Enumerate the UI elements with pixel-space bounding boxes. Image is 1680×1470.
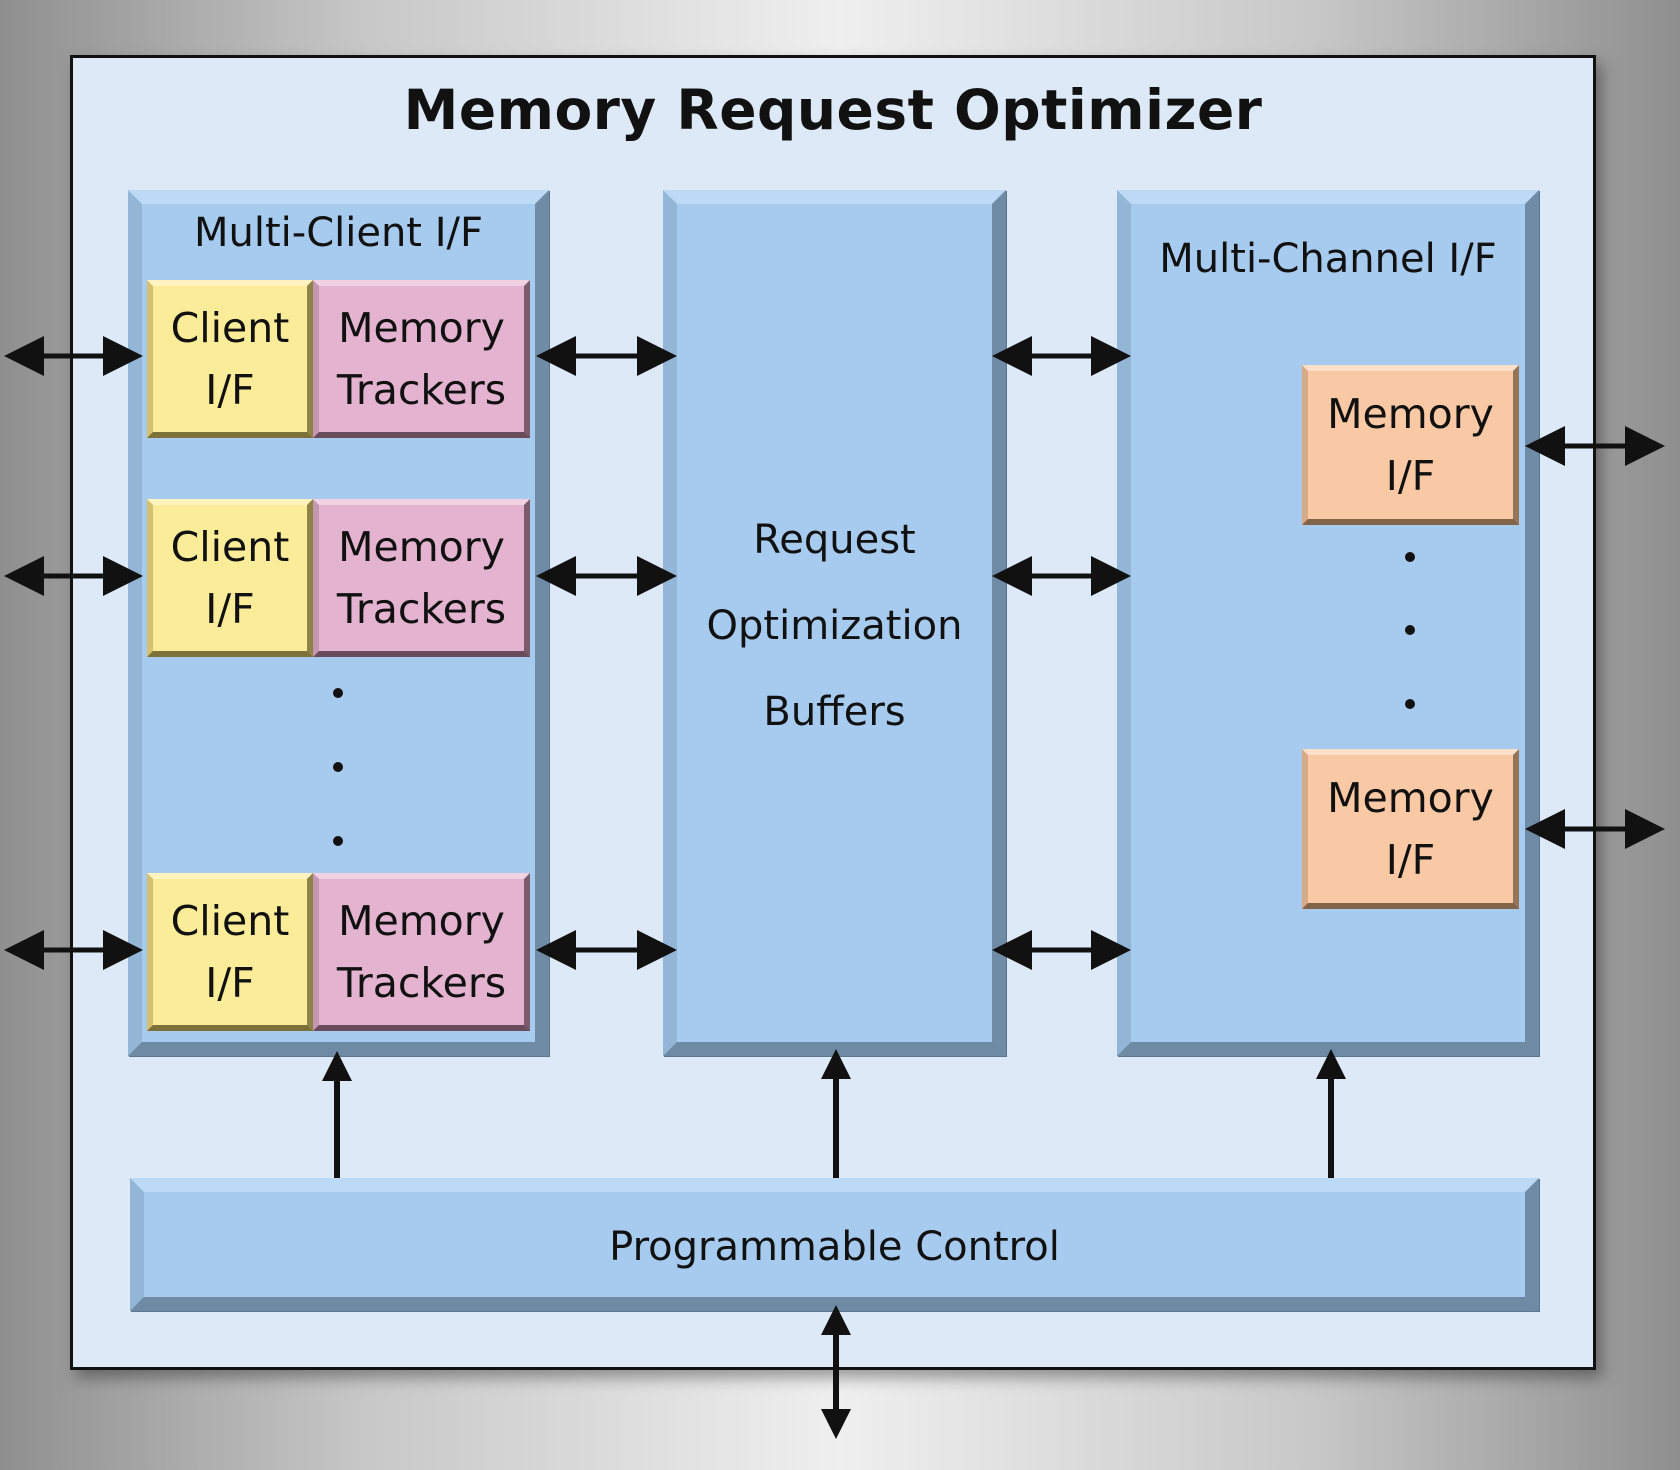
buffers-line-1: Request <box>753 517 916 563</box>
client-if-3: Client I/F <box>147 873 313 1031</box>
ellipsis-dot <box>1405 625 1415 635</box>
ellipsis-dot <box>1405 699 1415 709</box>
programmable-control <box>130 1178 1539 1311</box>
ellipsis-dot <box>1405 552 1415 562</box>
memory-if-1: Memory I/F <box>1302 365 1519 525</box>
client-if-2: Client I/F <box>147 499 313 657</box>
ellipsis-dot <box>333 836 343 846</box>
diagram-title: Memory Request Optimizer <box>403 78 1263 142</box>
client-if-1: Client I/F <box>147 280 313 438</box>
memory-trackers-2: Memory Trackers <box>313 499 530 657</box>
multi-channel-label: Multi-Channel I/F <box>1159 236 1497 282</box>
multi-client-label: Multi-Client I/F <box>193 210 483 256</box>
multi-channel-panel <box>1117 190 1539 1056</box>
buffers-line-2: Optimization <box>706 603 963 649</box>
ellipsis-dot <box>333 762 343 772</box>
memory-if-2: Memory I/F <box>1302 749 1519 909</box>
memory-trackers-1: Memory Trackers <box>313 280 530 438</box>
buffers-line-3: Buffers <box>763 689 906 735</box>
ellipsis-dot <box>333 688 343 698</box>
request-optimization-buffers <box>663 190 1006 1056</box>
programmable-control-label: Programmable Control <box>609 1224 1060 1270</box>
memory-trackers-3: Memory Trackers <box>313 873 530 1031</box>
